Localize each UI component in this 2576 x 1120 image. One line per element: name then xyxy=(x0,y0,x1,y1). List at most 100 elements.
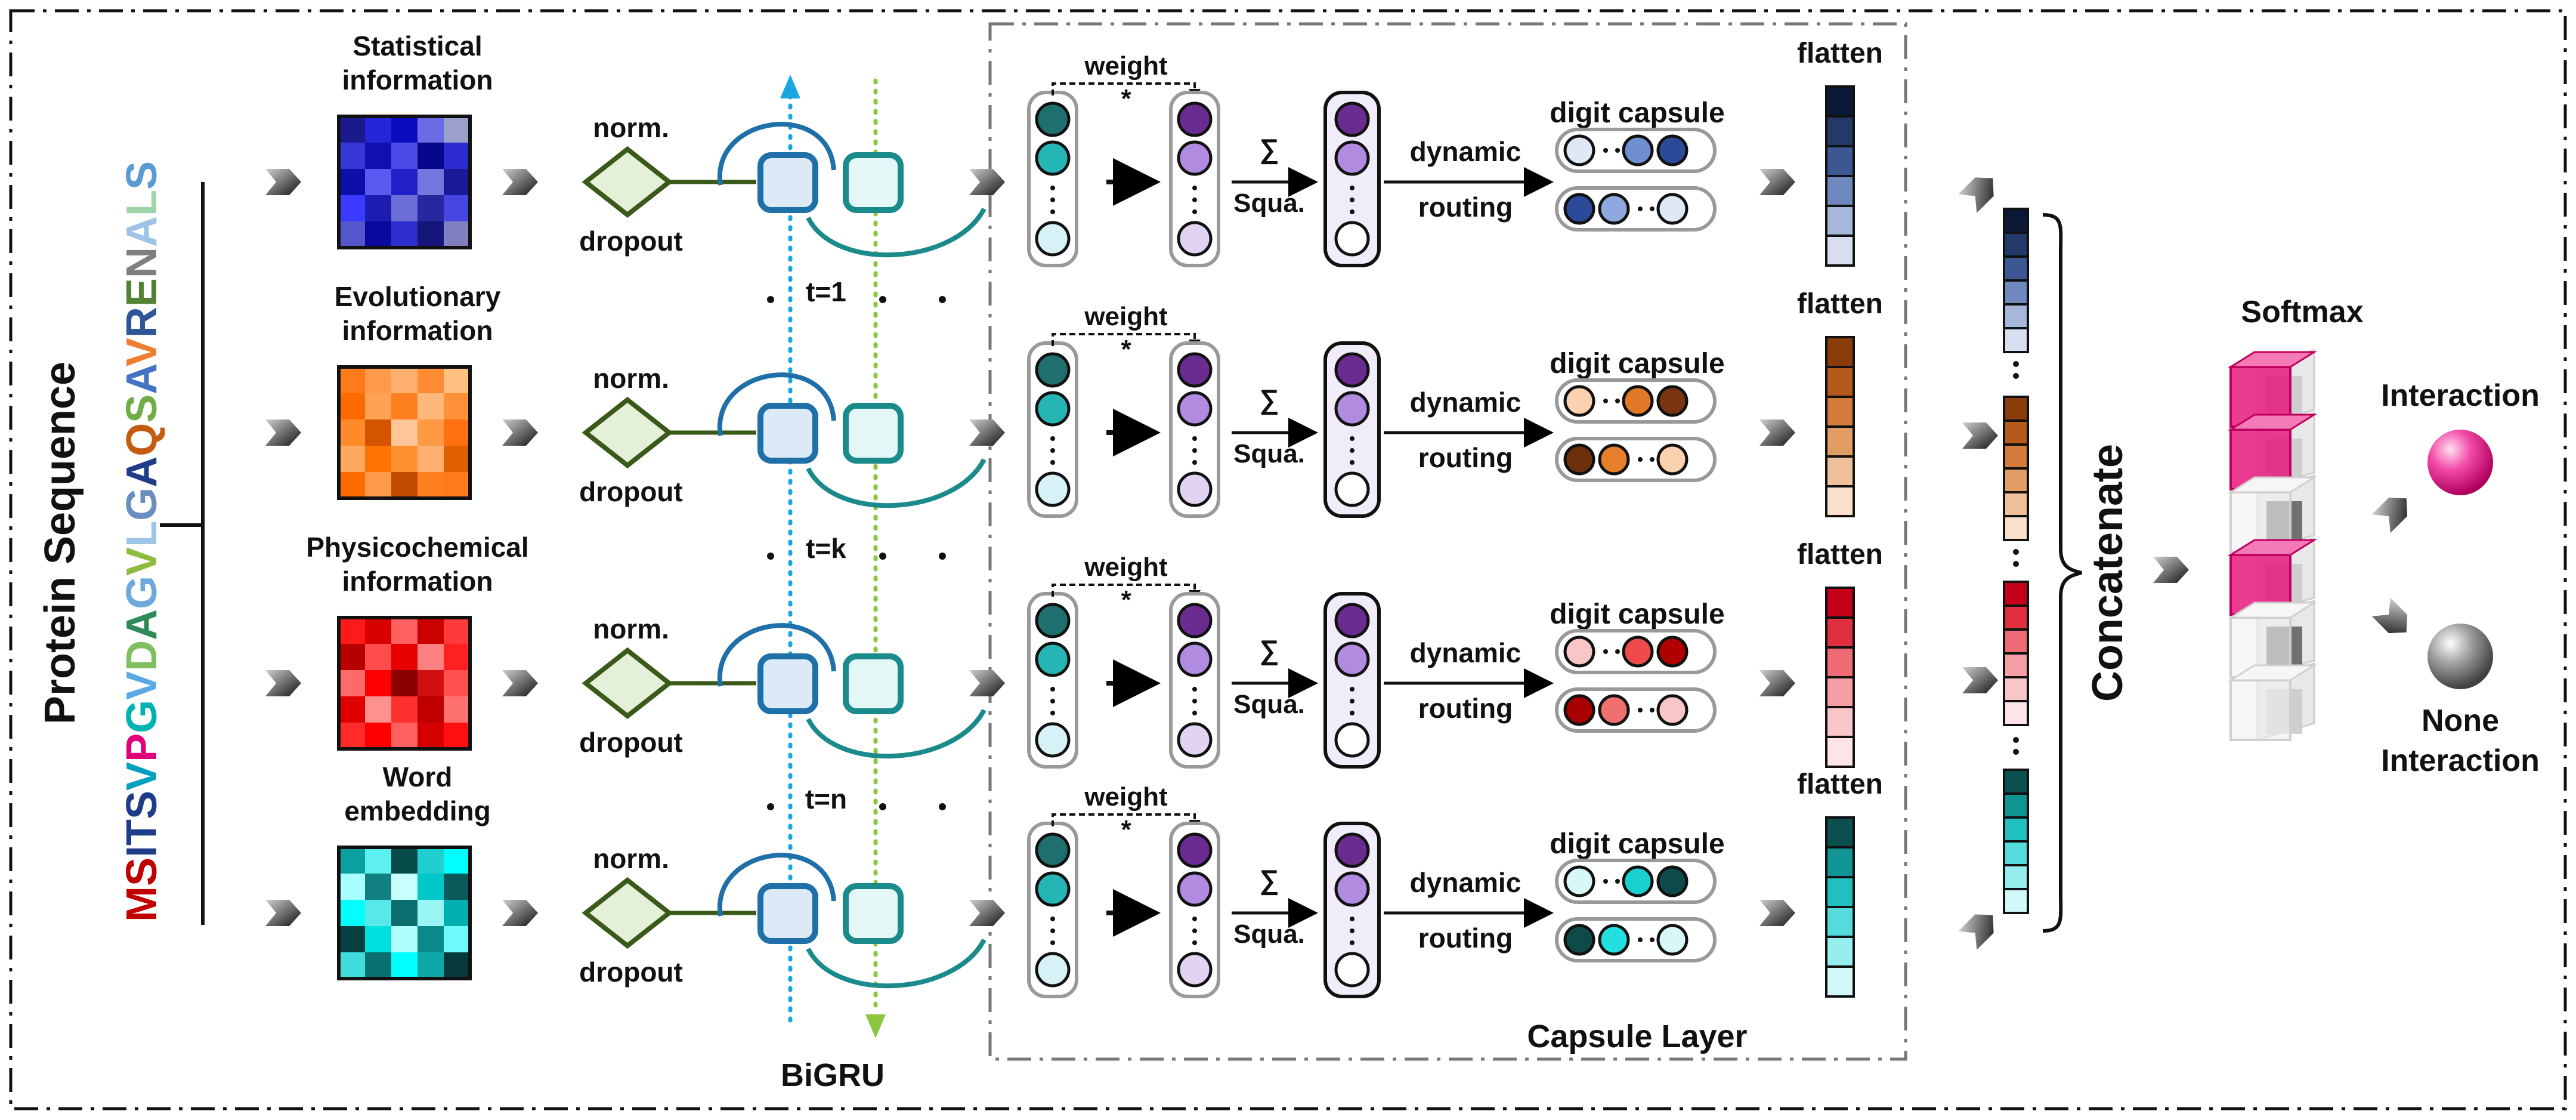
ellipsis-dot xyxy=(1638,708,1643,712)
matrix-cell xyxy=(391,847,418,874)
multiply-star: * xyxy=(1121,84,1131,113)
ellipsis-dot xyxy=(1192,699,1197,704)
branch-row: Wordembeddingnorm.dropoutweight*∑Squa.dy… xyxy=(265,761,1883,998)
sequence-letter: S xyxy=(118,857,166,886)
forward-recurrence-arc xyxy=(717,623,836,687)
capsule-node xyxy=(1656,865,1689,897)
matrix-cell xyxy=(391,618,418,644)
matrix-cell xyxy=(391,926,418,952)
digit-capsule-top xyxy=(1555,378,1717,424)
capsule-node xyxy=(1563,635,1595,668)
matrix-cell xyxy=(365,900,391,926)
chevron-shape xyxy=(1759,670,1795,696)
matrix-cell xyxy=(444,696,470,723)
squash-label: Squa. xyxy=(1233,690,1305,719)
matrix-cell xyxy=(444,143,470,169)
matrix-cell xyxy=(365,874,391,900)
ellipsis-dot xyxy=(1192,687,1197,692)
protein-sequence-string: MSITSVPGVDAGVLGAQSAVRENALS xyxy=(118,161,166,922)
flatten-cell xyxy=(1825,706,1855,738)
matrix-border xyxy=(337,616,472,751)
time-step-label: t=k xyxy=(806,533,846,564)
matrix-cell xyxy=(391,221,418,248)
concat-cell xyxy=(2003,279,2029,306)
ellipsis-dot xyxy=(1650,457,1655,462)
matrix-cell xyxy=(339,900,365,926)
cube-top-face xyxy=(2227,601,2318,619)
sequence-letter: E xyxy=(118,278,166,307)
concat-cell xyxy=(2003,396,2029,422)
ellipsis-dot xyxy=(1192,448,1197,453)
chevron-shape xyxy=(1759,900,1795,926)
matrix-cell xyxy=(339,952,365,979)
chevron-shape xyxy=(2371,497,2408,533)
ellipsis-dot xyxy=(1615,148,1620,153)
routing-label: routing xyxy=(1418,922,1513,954)
sigma-symbol: ∑ xyxy=(1260,133,1279,165)
sigma-symbol: ∑ xyxy=(1260,634,1279,666)
matrix-cell xyxy=(391,367,418,393)
column-outline xyxy=(1169,592,1220,769)
squash-label: Squa. xyxy=(1233,189,1305,218)
sequence-letter: L xyxy=(118,521,166,547)
column-outline xyxy=(1323,822,1381,998)
concat-cell xyxy=(2003,208,2029,234)
bigru-time-arrows xyxy=(780,75,886,1038)
ellipsis-dot xyxy=(1603,649,1608,654)
flatten-cell xyxy=(1825,906,1855,938)
weight-bracket xyxy=(1052,584,1196,597)
capsule-node xyxy=(1035,140,1071,176)
digit-capsule-title: digit capsule xyxy=(1550,828,1724,860)
capsule-node xyxy=(1656,694,1689,726)
digit-capsule-bottom xyxy=(1555,437,1717,482)
concat-cell xyxy=(2003,888,2029,914)
capsule-node xyxy=(1035,352,1071,388)
chevron-shape xyxy=(1962,422,1998,449)
ellipsis-dot xyxy=(1050,699,1055,704)
matrix-cell xyxy=(444,644,470,670)
capsule-node xyxy=(1656,134,1689,166)
capsule-node xyxy=(1177,722,1213,758)
capsule-node xyxy=(1035,221,1071,257)
feature-branches: Statisticalinformationnorm.dropoutweight… xyxy=(265,30,1883,998)
matrix-cell xyxy=(365,723,391,749)
sequence-letter: A xyxy=(118,609,166,640)
flow-chevron xyxy=(969,169,1005,195)
matrix-cell xyxy=(365,696,391,723)
chevron-shape xyxy=(969,900,1005,926)
digit-capsule-bottom xyxy=(1555,917,1717,962)
sequence-letter: G xyxy=(118,700,166,733)
capsule-node xyxy=(1035,641,1071,677)
backward-gru-cell xyxy=(843,152,904,213)
chevron-shape xyxy=(265,670,301,696)
capsule-node xyxy=(1334,471,1370,507)
concatenate-label: Concatenate xyxy=(2084,444,2132,702)
ellipsis-dot xyxy=(2013,549,2019,555)
forward-recurrence-arc xyxy=(717,853,836,917)
flatten-cell xyxy=(1825,936,1855,968)
flow-chevron xyxy=(502,419,538,446)
ellipsis-dot xyxy=(1192,917,1197,921)
concat-cell xyxy=(2003,700,2029,726)
feature-matrix xyxy=(337,616,472,751)
matrix-cell xyxy=(365,393,391,419)
capsule-node xyxy=(1177,391,1213,427)
flow-chevron xyxy=(265,670,301,696)
capsule-node xyxy=(1035,471,1071,507)
flow-chevron xyxy=(265,900,301,926)
sequence-letter: G xyxy=(118,576,166,609)
ellipsis-dot xyxy=(1050,198,1055,202)
concat-cell xyxy=(2003,255,2029,282)
ellipsis-dot xyxy=(879,296,886,303)
cube-top-face xyxy=(2227,351,2318,368)
branch-row: Physicochemicalinformationnorm.dropoutwe… xyxy=(265,532,1883,769)
sigma-symbol: ∑ xyxy=(1260,384,1279,415)
ellipsis-dot xyxy=(1192,186,1197,190)
ellipsis-dot xyxy=(2013,561,2019,567)
matrix-cell xyxy=(391,696,418,723)
cube-top-face xyxy=(2227,539,2318,556)
sequence-letter: V xyxy=(118,338,166,366)
matrix-cell xyxy=(391,644,418,670)
dropout-label: dropout xyxy=(579,727,683,758)
ellipsis-dot xyxy=(2013,361,2019,367)
